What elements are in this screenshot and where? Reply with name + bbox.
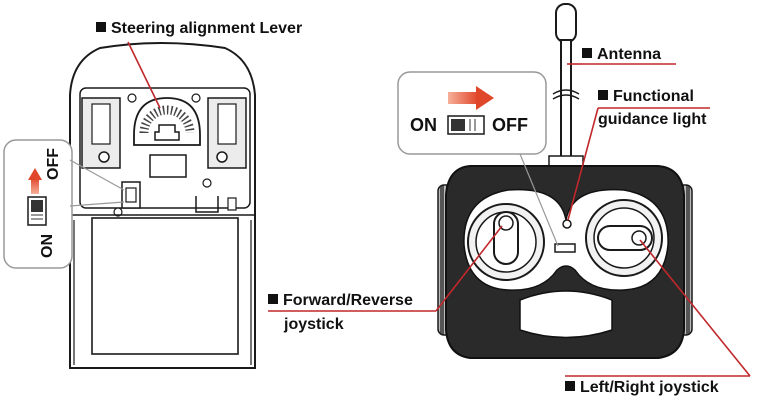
bullet-icon — [582, 48, 592, 58]
bullet-icon — [565, 381, 575, 391]
guidance-light-label: guidance light — [598, 111, 707, 128]
functional-label: Functional — [598, 88, 694, 106]
remote-switch-callout — [397, 71, 559, 247]
bullet-icon — [96, 22, 106, 32]
steering-leader — [127, 41, 161, 109]
remote-switch-on-label: ON — [410, 115, 437, 135]
car-switch-off-label: OFF — [45, 148, 62, 180]
forward-reverse-label: Forward/Reverse — [268, 292, 413, 310]
steering-lever-label: Steering alignment Lever — [96, 20, 302, 38]
car-underside — [69, 42, 256, 369]
car-switch-callout — [3, 139, 125, 269]
joystick-label: joystick — [284, 316, 344, 333]
antenna-label: Antenna — [582, 46, 661, 64]
remote-switch-off-label: OFF — [492, 115, 528, 135]
left-right-joystick-label: Left/Right joystick — [565, 379, 719, 397]
remote-control — [437, 3, 693, 359]
car-switch-on-label: ON — [39, 234, 56, 258]
bullet-icon — [598, 90, 608, 100]
leader-lines — [268, 63, 751, 377]
bullet-icon — [268, 294, 278, 304]
